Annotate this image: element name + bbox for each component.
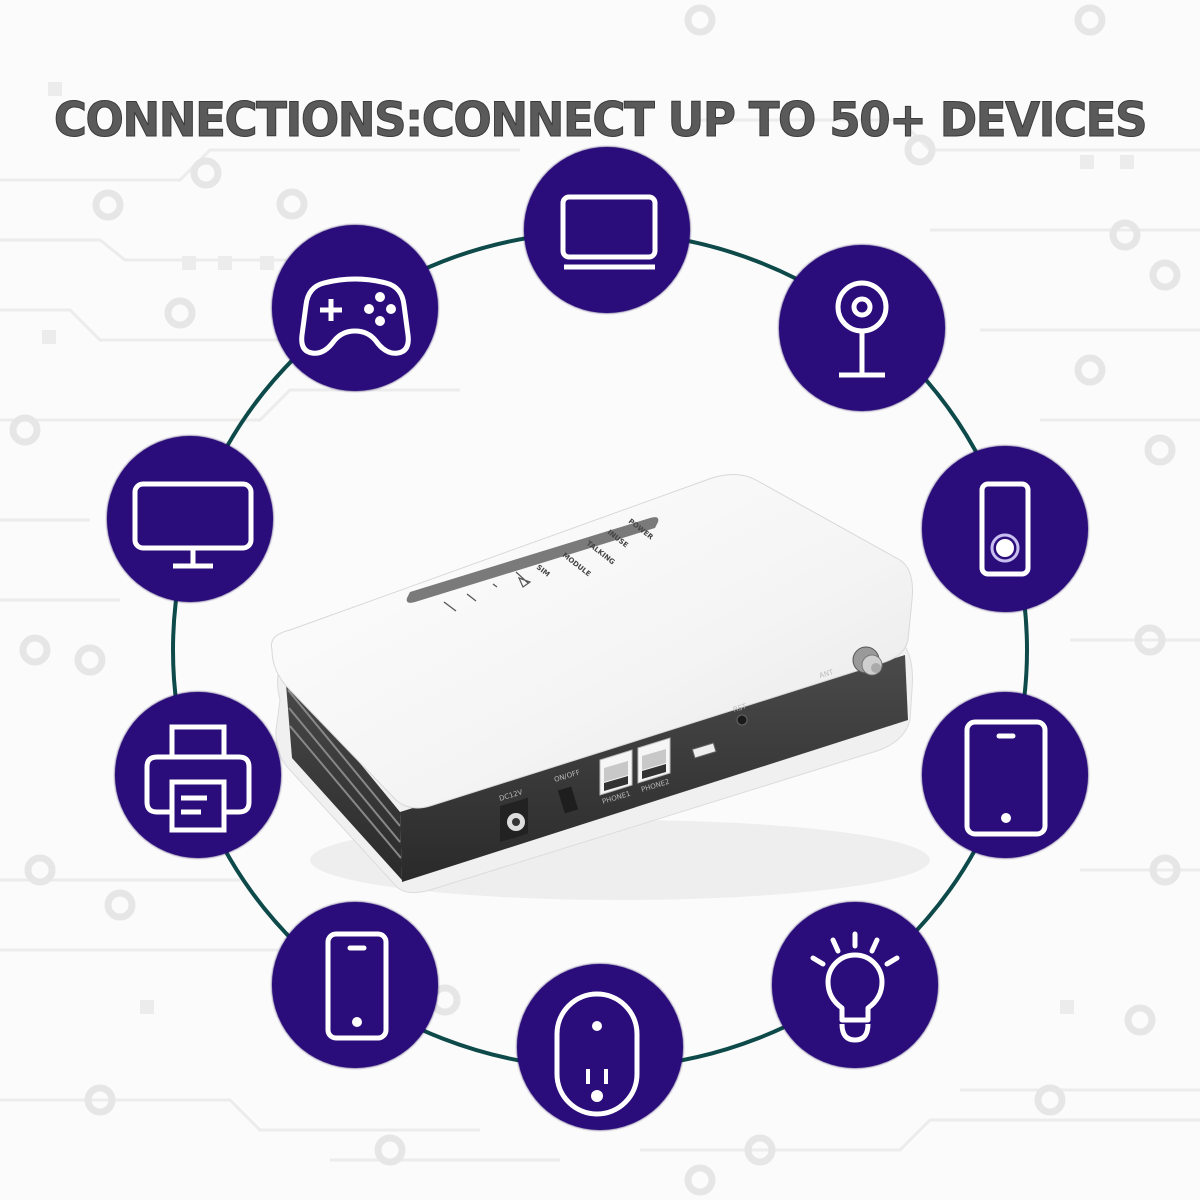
antenna-connector[interactable] xyxy=(852,646,883,676)
phone-port-1[interactable] xyxy=(599,749,633,796)
power-switch[interactable] xyxy=(557,786,579,814)
camera-icon xyxy=(835,280,889,378)
device-node-speaker xyxy=(922,446,1088,612)
outlet-icon xyxy=(554,991,640,1117)
lightbulb-icon xyxy=(810,931,900,1043)
gamepad-icon xyxy=(299,276,411,356)
monitor-icon xyxy=(132,481,254,569)
device-node-laptop xyxy=(524,147,690,313)
reset-button[interactable] xyxy=(736,714,748,726)
device-node-gamepad xyxy=(272,225,438,391)
speaker-icon xyxy=(979,481,1031,577)
device-node-tablet xyxy=(922,692,1088,858)
laptop-icon xyxy=(560,194,658,270)
tablet-icon xyxy=(964,719,1048,837)
phone-port-2[interactable] xyxy=(637,737,671,784)
device-node-smartphone xyxy=(272,902,438,1068)
device-node-monitor xyxy=(107,436,273,602)
usb-port[interactable] xyxy=(691,742,717,759)
device-node-smart-plug xyxy=(517,964,683,1130)
device-node-printer xyxy=(115,692,281,858)
device-node-smart-bulb xyxy=(772,902,938,1068)
device-node-camera xyxy=(779,245,945,411)
page-title: CONNECTIONS:CONNECT UP TO 50+ DEVICES xyxy=(53,93,1148,149)
printer-icon xyxy=(144,724,252,833)
svg-text:RST: RST xyxy=(732,702,748,714)
smartphone-icon xyxy=(325,931,389,1041)
